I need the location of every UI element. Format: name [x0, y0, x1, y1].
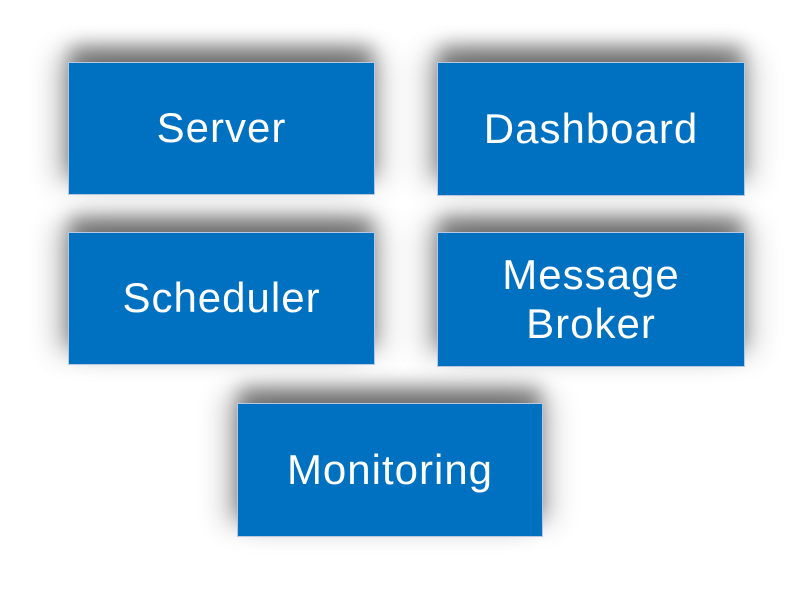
node-server-label: Server [156, 104, 287, 152]
node-message-broker: Message Broker [437, 232, 745, 367]
node-message-broker-label: Message Broker [502, 251, 680, 347]
node-monitoring-label: Monitoring [286, 445, 494, 493]
node-dashboard-label: Dashboard [483, 104, 699, 152]
node-dashboard: Dashboard [437, 62, 745, 196]
node-scheduler: Scheduler [68, 232, 375, 365]
node-server: Server [68, 62, 375, 195]
node-scheduler-label: Scheduler [122, 274, 321, 322]
node-monitoring: Monitoring [237, 403, 543, 537]
